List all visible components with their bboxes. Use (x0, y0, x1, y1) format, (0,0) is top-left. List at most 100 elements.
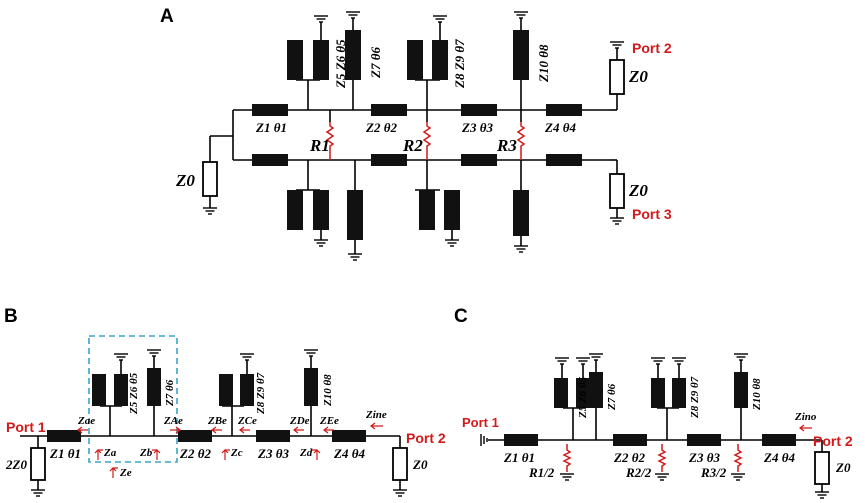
panel-a-stub-3-label: Z8 Z9 θ7 (452, 39, 467, 89)
panel-a-line-1-lower (252, 154, 288, 166)
panel-c-load-impedance: Z0 (835, 460, 851, 475)
panel-b-zCe: ZCe (237, 415, 257, 427)
panel-b-line-2 (178, 430, 212, 442)
panel-b-arrow-zAe (170, 426, 181, 434)
panel-a-stub-z6-lower (313, 190, 329, 230)
panel-a-line-3-upper (461, 104, 497, 116)
panel-b-stub-2-label: Z7 θ6 (164, 379, 176, 407)
panel-b-stub-4-label: Z10 θ8 (322, 374, 334, 407)
panel-c-stub-2-label: Z7 θ6 (606, 383, 618, 411)
panel-a-resistor-1 (325, 122, 335, 160)
panel-c-zino: Zino (794, 411, 817, 423)
panel-c-stub-z5 (554, 378, 568, 408)
panel-b-port-2: Port 2 (406, 430, 446, 446)
panel-b-line-1 (47, 430, 81, 442)
panel-b-arrow-zCe (239, 426, 250, 434)
panel-b-port-1: Port 1 (6, 419, 46, 435)
panel-b-source-impedance: 2Z0 (5, 457, 27, 472)
panel-c-line-2-label: Z2 θ2 (613, 450, 645, 465)
panel-b-zAe: ZAe (163, 415, 183, 427)
panel-a: A Z0 Z1 θ1 Z2 θ2 Z3 θ3 Z4 θ4 (160, 6, 672, 261)
panel-b-stub-z5 (92, 374, 106, 406)
panel-c-resistor-1-label: R1/2 (528, 465, 555, 480)
panel-c-stub-3-label: Z8 Z9 θ7 (689, 376, 701, 419)
panel-b-arrow-zae (77, 426, 88, 434)
panel-b-line-1-label: Z1 θ1 (49, 446, 81, 461)
panel-c-stub-z8 (651, 378, 665, 408)
panel-b-load-impedance: Z0 (412, 457, 428, 472)
panel-a-resistor-3-label: R3 (496, 136, 517, 155)
panel-b-arrow-zBe (211, 426, 222, 434)
panel-c-stub-1-label: Z5 Z6 θ5 (577, 376, 589, 419)
panel-a-load-3: Z0 (628, 181, 648, 200)
panel-c-stub-z6 (576, 378, 590, 408)
panel-b: B 2Z0 Port 1 Z1 θ1 Z2 θ2 Z3 θ3 Z4 θ4 (4, 306, 446, 497)
panel-c-resistor-3 (733, 444, 743, 472)
panel-b-arrow-zine (370, 422, 383, 430)
panel-b-zc: Zc (230, 447, 243, 459)
panel-a-stub-z10 (513, 30, 529, 80)
panel-a-stub-z5-lower (287, 190, 303, 230)
panel-a-line-3-lower (461, 154, 497, 166)
panel-c-line-3-label: Z3 θ3 (688, 450, 720, 465)
panel-c-stub-z7 (589, 372, 603, 408)
panel-b-line-2-label: Z2 θ2 (179, 446, 211, 461)
panel-b-letter: B (4, 306, 18, 327)
panel-a-stub-z9 (432, 40, 448, 80)
panel-b-arrow-zEe (323, 426, 334, 434)
panel-b-arrow-zDe (293, 426, 304, 434)
panel-b-stub-z6 (114, 374, 128, 406)
panel-c-arrow-zino (799, 424, 812, 432)
panel-a-port-3: Port 3 (632, 206, 672, 222)
panel-a-stub-z9-lower (444, 190, 460, 230)
panel-c-line-1 (504, 434, 538, 446)
panel-a-line-3-label: Z3 θ3 (461, 120, 493, 135)
panel-b-stub-1-label: Z5 Z6 θ5 (128, 372, 140, 415)
panel-b-arrow-zb (152, 449, 161, 460)
panel-a-line-4-label: Z4 θ4 (544, 120, 576, 135)
panel-b-ze: Ze (119, 467, 132, 479)
panel-b-zine: Zine (365, 409, 387, 421)
panel-c-stub-z9 (672, 378, 686, 408)
panel-b-stub-3-label: Z8 Z9 θ7 (255, 372, 267, 415)
panel-c-stub-z10 (734, 372, 748, 408)
panel-c-line-3 (687, 434, 721, 446)
panel-b-line-3-label: Z3 θ3 (257, 446, 289, 461)
panel-c: C Port 1 Z1 θ1 Z2 θ2 Z3 θ3 Z4 θ4 (454, 306, 853, 499)
panel-a-stub-z5 (287, 40, 303, 80)
panel-c-letter: C (454, 306, 468, 327)
panel-a-stub-4-label: Z10 θ8 (536, 44, 551, 83)
panel-a-stub-z7 (345, 30, 361, 80)
panel-b-arrow-zc (221, 449, 230, 460)
panel-b-zDe: ZDe (289, 415, 310, 427)
panel-b-za: Za (103, 447, 117, 459)
panel-a-line-1-upper (252, 104, 288, 116)
panel-a-stub-z8 (407, 40, 423, 80)
panel-a-line-4-upper (546, 104, 582, 116)
panel-b-arrow-za (94, 449, 103, 460)
panel-a-line-2-lower (371, 154, 407, 166)
panel-b-line-4-label: Z4 θ4 (333, 446, 365, 461)
panel-c-resistor-3-label: R3/2 (700, 465, 727, 480)
panel-b-line-4 (332, 430, 366, 442)
panel-b-zae: Zae (77, 415, 95, 427)
panel-a-resistor-2-label: R2 (402, 136, 423, 155)
panel-a-stub-1-label: Z5 Z6 θ5 (333, 39, 348, 89)
panel-c-resistor-2 (657, 444, 667, 472)
panel-b-zBe: ZBe (207, 415, 227, 427)
panel-a-stub-2-label: Z7 θ6 (368, 47, 383, 79)
panel-b-stub-z9 (240, 374, 254, 406)
panel-c-line-4 (762, 434, 796, 446)
panel-b-arrow-ze (109, 467, 118, 478)
panel-b-zb: Zb (139, 447, 153, 459)
panel-b-stub-z8 (219, 374, 233, 406)
panel-a-resistor-3 (516, 122, 526, 160)
panel-c-line-4-label: Z4 θ4 (763, 450, 795, 465)
panel-c-line-2 (613, 434, 647, 446)
panel-b-dashed-box (88, 335, 178, 463)
panel-a-line-1-label: Z1 θ1 (255, 120, 287, 135)
panel-a-stub-z10-lower (513, 190, 529, 236)
panel-a-line-4-lower (546, 154, 582, 166)
panel-b-arrow-zd (312, 449, 321, 460)
